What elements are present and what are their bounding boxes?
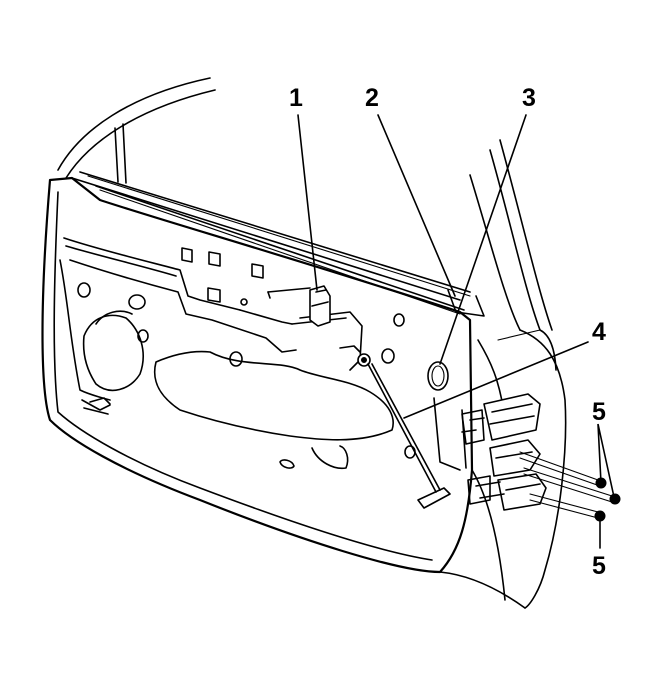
part-1-lock-rod-clip — [309, 285, 331, 327]
callout-5-upper: 5 — [592, 398, 606, 426]
callout-4: 4 — [592, 318, 606, 346]
hinge-assembly — [461, 393, 547, 511]
door-frame — [57, 77, 553, 331]
leader-3 — [439, 114, 527, 365]
part-5-hinge-bolts — [519, 451, 621, 522]
callout-5-lower: 5 — [592, 552, 606, 580]
inner-panel — [63, 237, 416, 470]
leader-1 — [297, 114, 318, 291]
leader-4 — [403, 341, 589, 419]
leader-2 — [377, 114, 456, 297]
part-4-rod — [357, 353, 467, 509]
part-3-grommet — [427, 361, 449, 391]
callout-1: 1 — [289, 84, 303, 112]
leader-5-upper — [597, 423, 615, 498]
callout-labels: 1 2 3 4 5 5 — [289, 84, 606, 580]
leader-lines — [297, 114, 615, 549]
callout-2: 2 — [365, 84, 379, 112]
callout-3: 3 — [522, 84, 536, 112]
door-shell — [41, 176, 567, 609]
